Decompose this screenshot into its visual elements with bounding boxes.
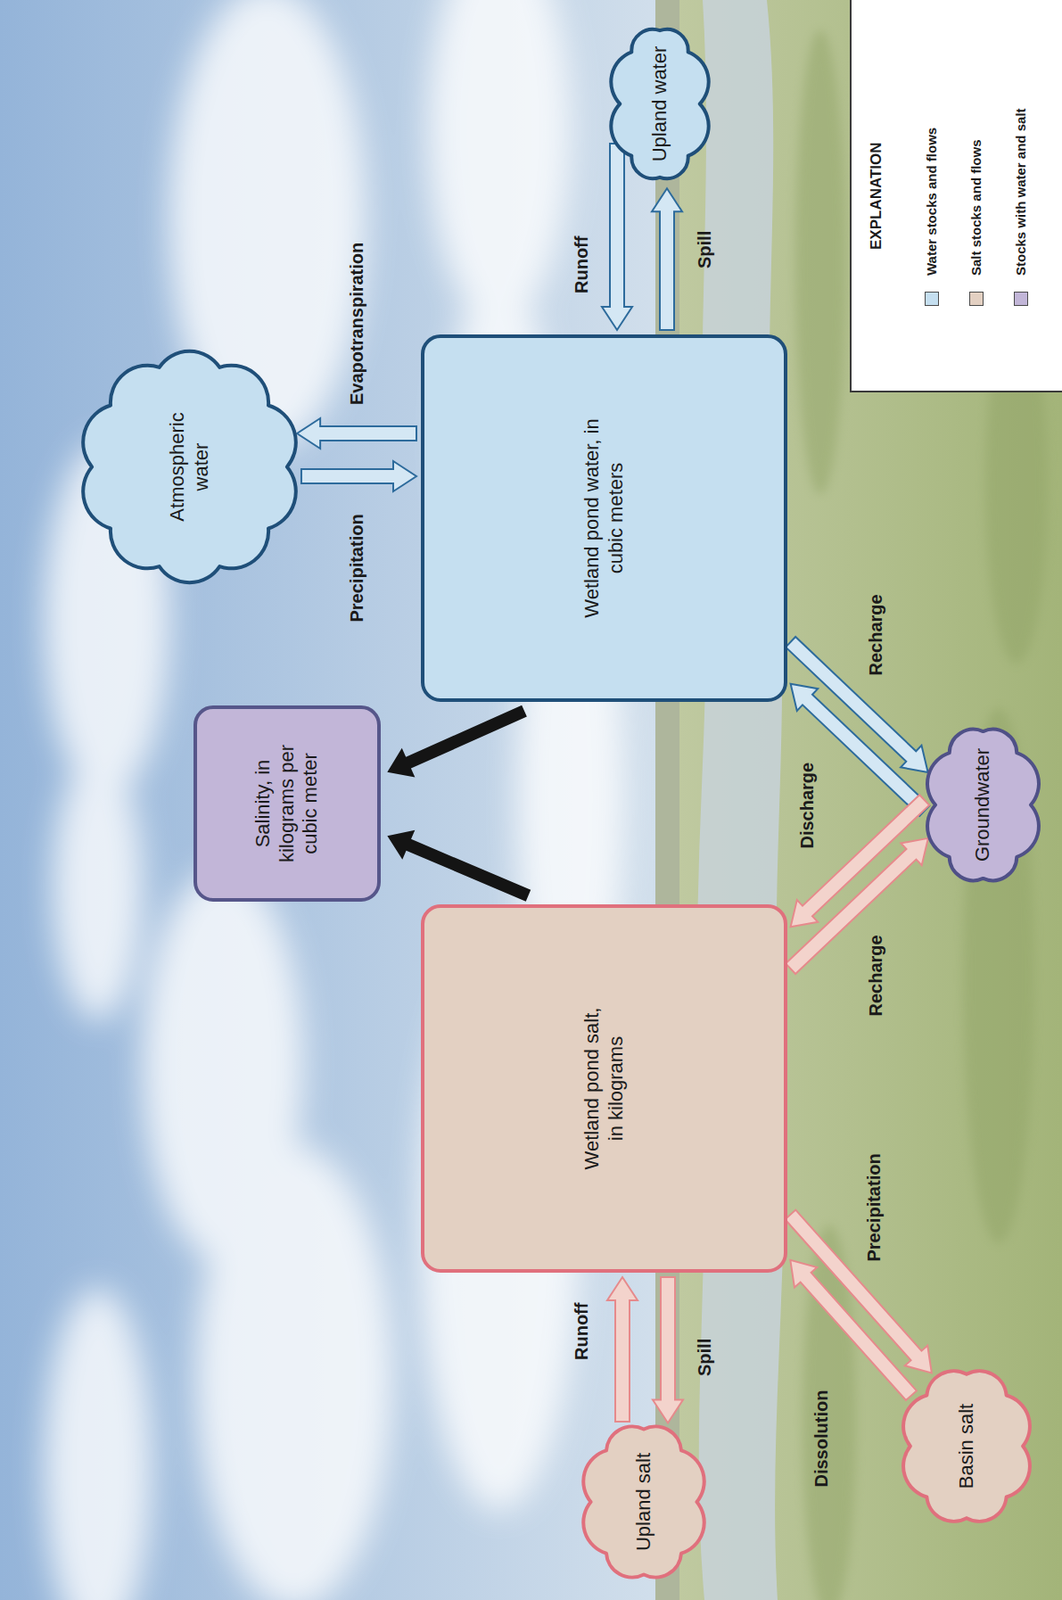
salinity-box: Salinity, in kilograms per cubic meter [193, 705, 381, 902]
legend-text: Salt stocks and flows [968, 139, 984, 276]
water-flow-arrow [296, 418, 417, 449]
salinity-arrow [386, 705, 527, 778]
cloud-path [82, 351, 297, 584]
salt-flow-arrow [652, 1276, 684, 1424]
water-flow-arrow [785, 636, 929, 773]
flow-label: Runoff [570, 1302, 593, 1360]
sky-clouds [44, 0, 625, 1600]
upland-salt-cloud: Upland salt [573, 1411, 715, 1592]
node-label: Atmospheric water [165, 400, 214, 535]
flow-label: Evapotranspiration [345, 242, 368, 405]
flow-label: Precipitation [863, 1152, 885, 1261]
legend-text: Water stocks and flows [923, 127, 939, 276]
legend-text: Stocks with water and salt [1012, 107, 1029, 276]
flow-label: Recharge [864, 593, 887, 676]
legend-entry: Salt stocks and flows [968, 139, 984, 306]
salt-flow-arrow [785, 838, 929, 974]
legend-entry: Stocks with water and salt [1012, 107, 1029, 306]
legend-swatch [1013, 291, 1029, 306]
water-flow-arrow [601, 143, 633, 330]
salt-flow-arrow [607, 1276, 638, 1422]
cloud-path [903, 1370, 1030, 1522]
node-label: Wetland pond salt, in kilograms [580, 1001, 628, 1176]
atmosphere-cloud: Atmospheric water [71, 341, 308, 593]
salt-flow-arrow [784, 1210, 931, 1374]
cloud-path [583, 1425, 704, 1577]
flow-label: Spill [693, 1338, 716, 1376]
flow-label: Spill [693, 230, 716, 269]
node-label: Wetland pond water, in cubic meters [580, 418, 628, 619]
flow-label: Dissolution [810, 1390, 832, 1488]
node-label: Groundwater [971, 748, 995, 862]
groundwater-cloud: Groundwater [918, 714, 1048, 896]
legend-swatch [969, 291, 984, 306]
flow-label: Runoff [570, 236, 593, 294]
legend-heading: EXPLANATION [867, 141, 886, 250]
legend-entry: Water stocks and flows [923, 127, 939, 306]
node-label: Salinity, in kilograms per cubic meter [251, 723, 322, 884]
cloud-path [927, 729, 1039, 881]
prairie [679, 0, 1062, 1600]
upland-water-cloud: Upland water [603, 14, 717, 194]
basin-salt-cloud: Basin salt [892, 1356, 1041, 1536]
water-flow-arrow [651, 188, 683, 330]
node-label: Basin salt [954, 1403, 979, 1489]
salinity-arrow [386, 830, 531, 902]
water-flow-arrow [301, 461, 417, 492]
flow-label: Precipitation [345, 513, 368, 622]
node-label: Upland salt [632, 1452, 656, 1551]
flow-label: Discharge [796, 762, 818, 849]
salt-flow-arrow [790, 1259, 917, 1400]
water-stock-box: Wetland pond water, in cubic meters [420, 334, 788, 702]
flow-label: Recharge [864, 934, 887, 1016]
cloud-path [610, 29, 708, 179]
salt-stock-box: Wetland pond salt, in kilograms [420, 904, 788, 1273]
legend-swatch [924, 291, 939, 306]
node-label: Upland water [648, 46, 672, 163]
